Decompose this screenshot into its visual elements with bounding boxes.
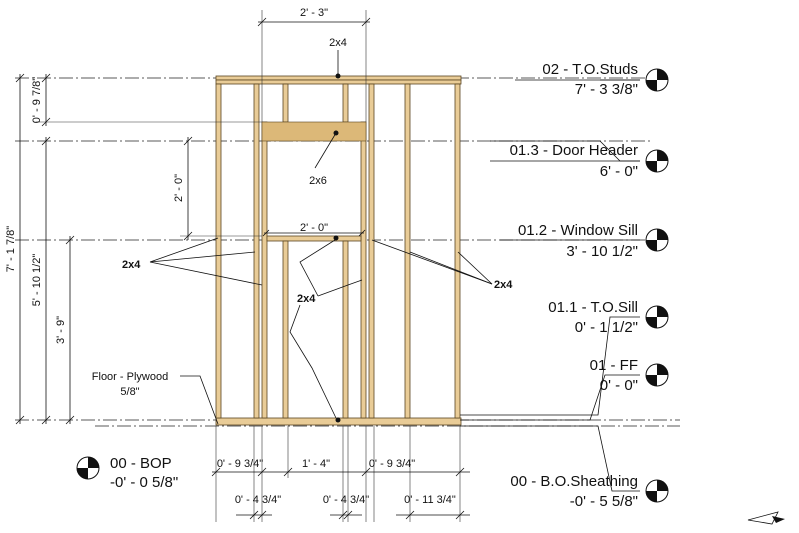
level-head-sill xyxy=(645,305,669,329)
annotations: 2x4 2x6 2x4 2x4 2x4 Floor - Plywood 5/8" xyxy=(92,37,513,425)
level-labels: 02 - T.O.Studs 7' - 3 3/8" 01.3 - Door H… xyxy=(110,61,638,510)
level-sill-name: 01.1 - T.O.Sill xyxy=(548,299,638,316)
level-tos-elev: 7' - 3 3/8" xyxy=(575,81,638,98)
top-plate-lower xyxy=(215,79,462,85)
level-door-header-elev: 6' - 0" xyxy=(600,163,638,180)
tag-top-plate: 2x4 xyxy=(329,37,347,49)
stud-cripple-bottom-1 xyxy=(282,240,289,419)
dim-b2: 1' - 4" xyxy=(302,458,330,470)
stud-common-right xyxy=(404,83,411,419)
stud-jack-right xyxy=(360,121,367,419)
level-sill-elev: 0' - 1 1/2" xyxy=(575,319,638,336)
dim-top-width-text: 2' - 3" xyxy=(300,7,328,19)
dim-v-opening: 2' - 0" xyxy=(173,174,185,202)
dim-v-top: 0' - 9 7/8" xyxy=(31,77,43,123)
level-head-ff xyxy=(645,363,669,387)
stud-jack-left xyxy=(261,121,268,419)
dim-sill-width: 2' - 0" xyxy=(262,222,366,237)
stud-king-right xyxy=(368,83,375,419)
dim-sill-width-text: 2' - 0" xyxy=(300,222,328,234)
level-window-sill-elev: 3' - 10 1/2" xyxy=(566,243,638,260)
tag-floor-line2: 5/8" xyxy=(120,386,139,398)
dim-v-lower: 3' - 9" xyxy=(55,316,67,344)
level-head-window-sill xyxy=(645,228,669,252)
level-bos-name: 00 - B.O.Sheathing xyxy=(510,473,638,490)
tag-header: 2x6 xyxy=(309,175,327,187)
header-2x6 xyxy=(261,121,367,142)
tag-left-studs: 2x4 xyxy=(122,259,141,271)
dim-c3: 0' - 11 3/4" xyxy=(404,494,456,506)
wall-frame xyxy=(215,75,462,426)
stud-king-left xyxy=(253,83,260,419)
north-arrow-icon xyxy=(747,511,785,525)
level-ff-name: 01 - FF xyxy=(590,357,638,374)
level-bop-elev: -0' - 0 5/8" xyxy=(110,474,178,491)
tag-cripples: 2x4 xyxy=(297,293,316,305)
level-head-door-header xyxy=(645,149,669,173)
tag-right-studs: 2x4 xyxy=(494,279,513,291)
dim-c1: 0' - 4 3/4" xyxy=(235,494,281,506)
level-bos-elev: -0' - 5 5/8" xyxy=(570,493,638,510)
stud-end-left xyxy=(215,83,222,419)
left-dimensions: 7' - 1 7/8" 0' - 9 7/8" 5' - 10 1/2" 3' … xyxy=(5,73,262,425)
dim-v-mid: 5' - 10 1/2" xyxy=(31,254,43,307)
window-sill xyxy=(266,235,362,242)
level-label-leaders xyxy=(460,79,640,492)
stud-cripple-top-2 xyxy=(342,83,349,123)
bottom-dimensions: 0' - 9 3/4" 1' - 4" 0' - 9 3/4" 0' - 4 3… xyxy=(211,426,470,522)
dim-b3: 0' - 9 3/4" xyxy=(369,458,415,470)
stud-cripple-top-1 xyxy=(282,83,289,123)
tag-floor-line1: Floor - Plywood xyxy=(92,371,168,383)
level-ff-elev: 0' - 0" xyxy=(600,377,638,394)
level-bop-name: 00 - BOP xyxy=(110,455,172,472)
level-head-bos xyxy=(645,479,669,503)
stud-end-right xyxy=(454,83,461,419)
stud-cripple-bottom-2 xyxy=(342,240,349,419)
level-head-bop xyxy=(76,456,100,480)
level-heads xyxy=(76,68,669,503)
dim-v-total: 7' - 1 7/8" xyxy=(5,226,17,272)
level-window-sill-name: 01.2 - Window Sill xyxy=(518,222,638,239)
dim-top-width: 2' - 3" xyxy=(257,7,371,122)
dim-b1: 0' - 9 3/4" xyxy=(217,458,263,470)
level-tos-name: 02 - T.O.Studs xyxy=(542,61,638,78)
level-door-header-name: 01.3 - Door Header xyxy=(510,142,638,159)
dim-c2: 0' - 4 3/4" xyxy=(323,494,369,506)
level-head-tos xyxy=(645,68,669,92)
